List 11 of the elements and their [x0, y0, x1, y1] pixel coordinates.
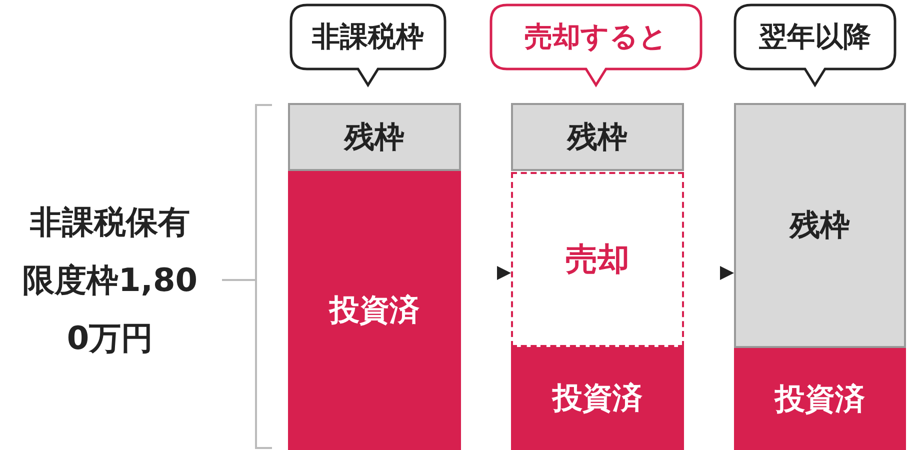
invested-box: 投資済: [288, 171, 461, 450]
remaining-box: 残枠: [511, 103, 684, 171]
remaining-box: 残枠: [734, 103, 906, 348]
sold-box: 売却: [511, 172, 684, 347]
speech-bubble: 売却すると: [490, 4, 702, 88]
invested-box: 投資済: [734, 348, 906, 450]
speech-bubble: 翌年以降: [734, 4, 896, 88]
limit-label: 非課税保有限度枠1,800万円: [0, 190, 220, 370]
remaining-box: 残枠: [288, 103, 461, 171]
invested-box: 投資済: [511, 347, 684, 450]
speech-bubble: 非課税枠: [290, 4, 446, 88]
